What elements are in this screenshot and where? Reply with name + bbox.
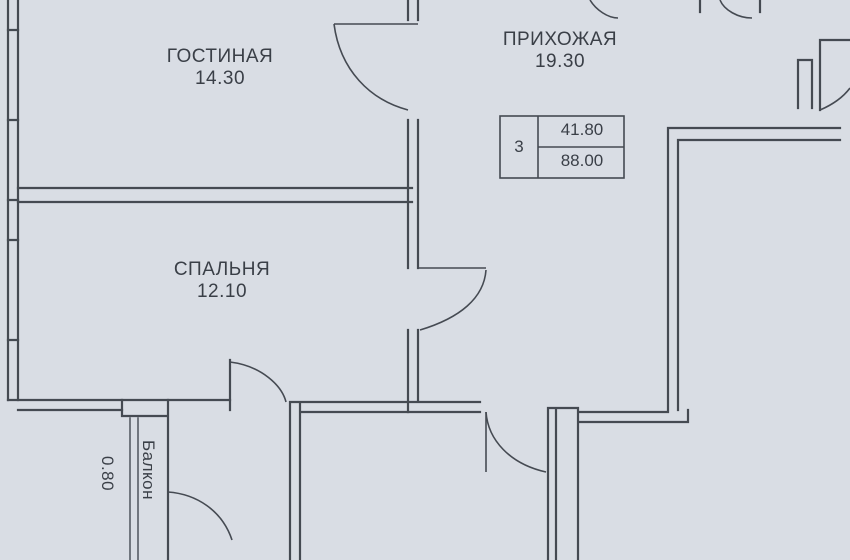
room-hallway-area: 19.30 bbox=[534, 50, 586, 72]
room-hallway-name: ПРИХОЖАЯ bbox=[502, 29, 618, 50]
corridor-door-swing bbox=[485, 411, 547, 473]
right-wall-inner bbox=[666, 126, 842, 412]
living-area-value: 41.80 bbox=[560, 120, 604, 139]
balcony-wall bbox=[120, 398, 170, 560]
living-hall-wall-top bbox=[406, 0, 420, 22]
living-bedroom-wall bbox=[16, 186, 414, 204]
room-living-area: 14.30 bbox=[194, 67, 246, 89]
living-hall-wall-mid bbox=[406, 118, 420, 270]
corridor-wall bbox=[228, 358, 482, 560]
room-hallway: ПРИХОЖАЯ 19.30 bbox=[475, 29, 645, 73]
room-bedroom: СПАЛЬНЯ 12.10 bbox=[142, 259, 302, 303]
bedroom-bottom-wall bbox=[6, 398, 232, 412]
room-bedroom-area: 12.10 bbox=[196, 280, 248, 302]
room-bedroom-name: СПАЛЬНЯ bbox=[173, 259, 271, 280]
right-door-swing bbox=[819, 87, 850, 111]
right-corner bbox=[796, 38, 850, 112]
top-wall-segment bbox=[698, 0, 762, 14]
room-living-name: ГОСТИНАЯ bbox=[166, 46, 274, 67]
room-living: ГОСТИНАЯ 14.30 bbox=[140, 46, 300, 90]
total-area-value: 88.00 bbox=[560, 151, 604, 170]
balcony-edge bbox=[129, 417, 139, 560]
rooms-count: 3 bbox=[514, 137, 524, 156]
left-window bbox=[6, 28, 20, 342]
balcony-door-swing bbox=[229, 361, 287, 403]
entry-door-swing bbox=[589, 0, 619, 19]
balcony-area: 0.80 bbox=[98, 456, 117, 492]
area-summary-badge bbox=[499, 115, 625, 179]
right-wall-lower bbox=[578, 408, 690, 424]
entry-door-swing-2 bbox=[719, 0, 753, 19]
balcony-name: Балкон bbox=[139, 440, 158, 501]
bedroom-hall-wall-low bbox=[406, 328, 420, 414]
living-door-swing bbox=[333, 23, 409, 111]
bedroom-door-swing bbox=[419, 269, 487, 331]
balcony-small-door bbox=[167, 491, 233, 541]
bath-wall bbox=[546, 406, 580, 560]
